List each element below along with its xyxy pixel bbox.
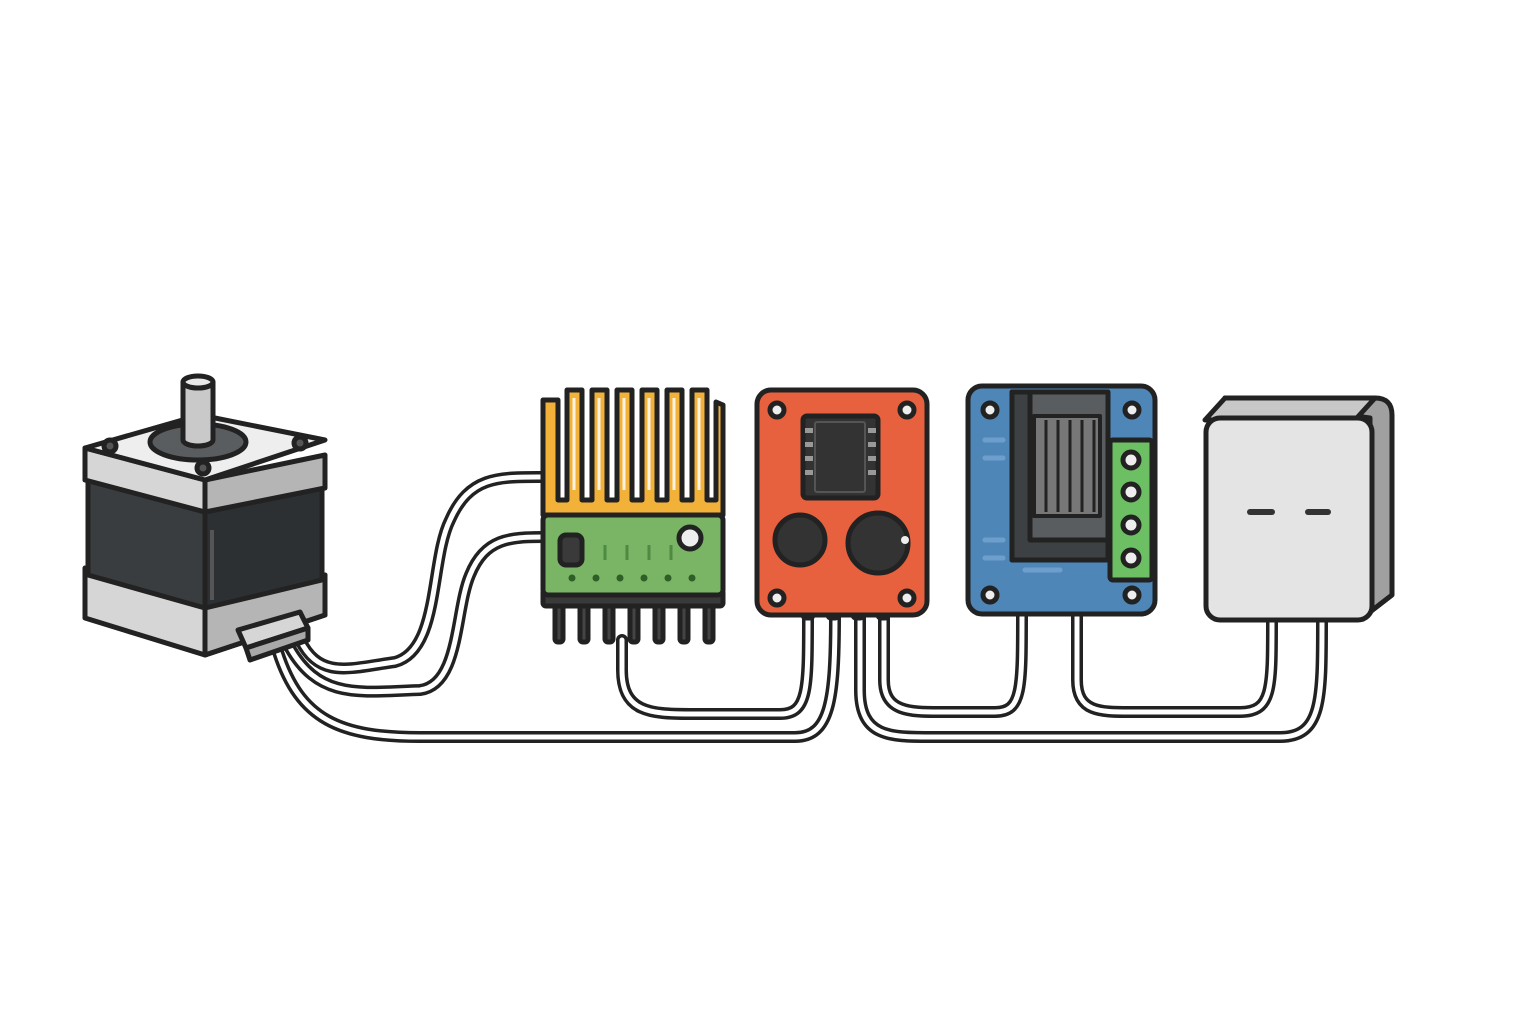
heatsink-driver-icon: [540, 387, 726, 645]
wire-red-board-to-blue-board: [878, 606, 1028, 718]
red-board-chip: [800, 413, 881, 501]
wire-motor-to-heatsink-lower: [284, 531, 551, 698]
wire-motor-to-red-board: [272, 609, 841, 743]
power-adapter-icon: [1202, 395, 1395, 623]
wire-heatsink-to-red-board: [616, 609, 814, 720]
screw-terminal-board-icon: [965, 383, 1158, 617]
wire-red-board-to-psu: [854, 609, 1328, 743]
blue-board-screw-terminal: [1107, 437, 1155, 583]
wire-blue-board-to-psu: [1071, 606, 1278, 718]
red-board-capacitor: [772, 512, 828, 568]
stepper-motor-icon: [82, 373, 328, 663]
potentiometer-board-icon: [754, 387, 930, 621]
wires: [272, 470, 1328, 743]
heatsink-fins: [540, 387, 726, 518]
red-board-potentiometer-knob: [845, 510, 911, 576]
power-supply-face: [1203, 415, 1375, 623]
wire-motor-to-heatsink-upper: [294, 470, 551, 675]
heatsink-driver-pins: [552, 597, 716, 645]
motor-shaft: [180, 379, 216, 449]
